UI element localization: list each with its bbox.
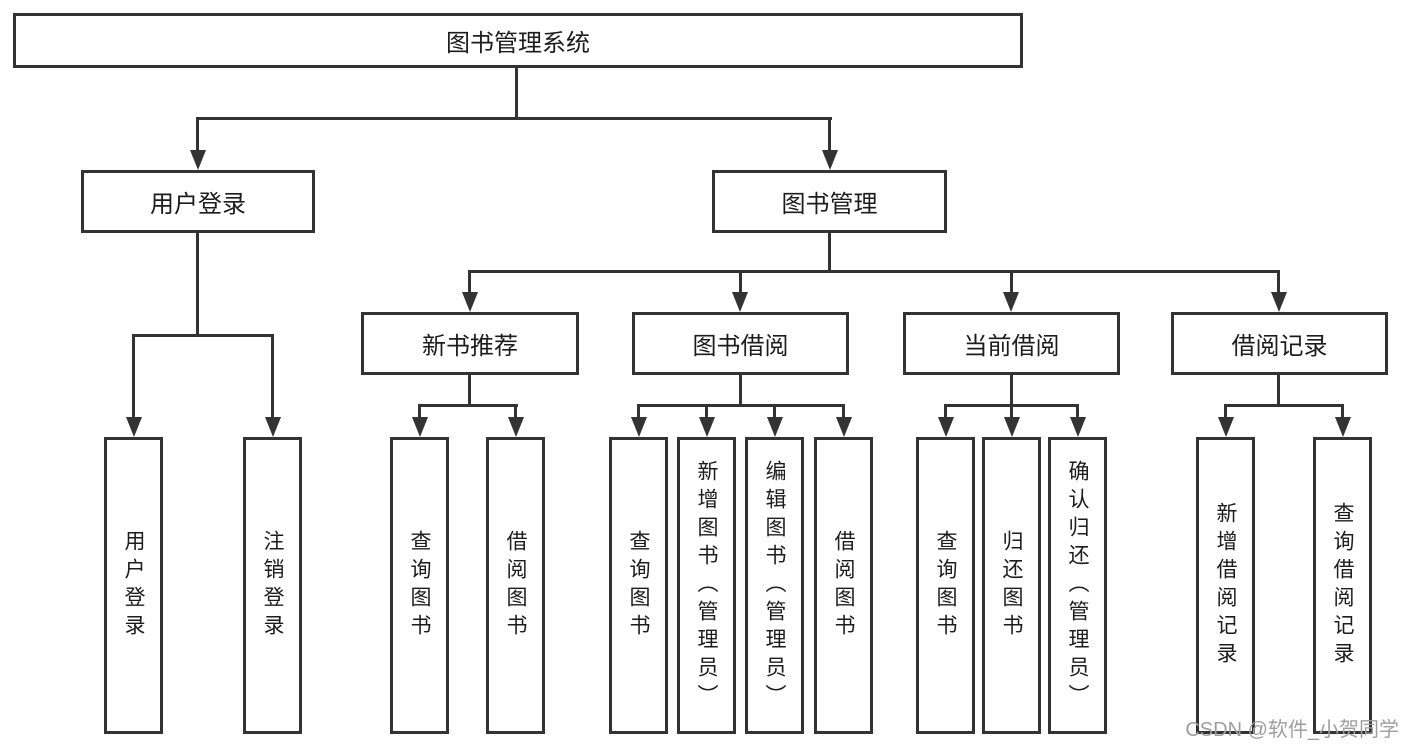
node-user-login: 用户登录 — [81, 170, 315, 233]
connector-logout-stem — [271, 334, 274, 419]
node-label: 查询借阅记录 — [1331, 501, 1354, 670]
node-label: 当前借阅 — [963, 333, 1060, 360]
node-label: 新书推荐 — [422, 333, 518, 360]
node-label: 图书管理系统 — [446, 30, 590, 57]
connector-user-login-rail — [132, 334, 274, 337]
connector-stem — [1010, 404, 1013, 420]
connector-new-book-rail — [418, 404, 518, 407]
node-label: 图书管理 — [781, 191, 878, 218]
arrowhead — [699, 417, 715, 437]
arrowhead — [1218, 417, 1234, 437]
node-label: 借阅图书 — [504, 529, 527, 642]
watermark-text: CSDN @软件_小贺同学 — [1185, 719, 1399, 741]
connector-level1-rail — [196, 117, 832, 120]
node-leaf-edit-book-admin: 编辑图书（管理员） — [745, 437, 804, 734]
node-borrowing-records: 借阅记录 — [1171, 312, 1388, 375]
connector-borrowing-records-rail — [1224, 404, 1344, 407]
connector-borrowing-records-drop — [1277, 375, 1280, 406]
connector-current-borrowing-stem — [1010, 270, 1013, 295]
connector-new-book-drop — [468, 375, 471, 406]
connector-stem — [1076, 404, 1079, 420]
node-leaf-user-login: 用户登录 — [104, 437, 163, 734]
node-leaf-query-borrow-record: 查询借阅记录 — [1313, 437, 1372, 734]
node-label: 用户登录 — [150, 191, 246, 218]
arrowhead — [412, 417, 428, 437]
node-label: 借阅记录 — [1231, 333, 1328, 360]
node-current-borrowing: 当前借阅 — [903, 312, 1120, 375]
arrowhead — [508, 417, 524, 437]
node-label: 查询图书 — [408, 529, 431, 642]
connector-book-management-drop — [828, 233, 831, 272]
arrowhead — [631, 417, 647, 437]
arrowhead — [836, 417, 852, 437]
connector-book-borrowing-drop — [739, 375, 742, 406]
node-label: 归还图书 — [1000, 529, 1023, 642]
arrowhead — [1004, 417, 1020, 437]
connector-book-borrowing-rail — [637, 404, 845, 407]
arrowhead — [265, 417, 281, 437]
node-label: 查询图书 — [934, 529, 957, 642]
arrowhead — [1070, 417, 1086, 437]
node-leaf-query-books-recommend: 查询图书 — [390, 437, 449, 734]
connector-book-management-stem — [828, 117, 831, 153]
arrowhead — [1003, 292, 1019, 312]
connector-stem — [637, 404, 640, 420]
node-label: 用户登录 — [122, 529, 145, 642]
node-book-borrowing: 图书借阅 — [632, 312, 849, 375]
node-leaf-logout: 注销登录 — [243, 437, 302, 734]
node-label: 查询图书 — [627, 529, 650, 642]
connector-stem — [418, 404, 421, 420]
node-leaf-query-books-borrowing: 查询图书 — [609, 437, 668, 734]
node-leaf-confirm-return-admin: 确认归还（管理员） — [1048, 437, 1107, 734]
node-label: 注销登录 — [261, 529, 284, 642]
connector-stem — [1341, 404, 1344, 420]
node-label: 借阅图书 — [832, 529, 855, 642]
node-label: 新增借阅记录 — [1214, 501, 1237, 670]
connector-user-login-stem — [196, 117, 199, 153]
arrowhead — [938, 417, 954, 437]
node-label: 编辑图书（管理员） — [763, 459, 786, 712]
node-label: 图书借阅 — [692, 333, 789, 360]
arrowhead — [190, 150, 206, 170]
node-leaf-add-book-admin: 新增图书（管理员） — [677, 437, 736, 734]
connector-login-stem — [132, 334, 135, 419]
node-label: 新增图书（管理员） — [695, 459, 718, 712]
node-leaf-query-books-current: 查询图书 — [916, 437, 975, 734]
arrowhead — [1271, 292, 1287, 312]
node-leaf-add-borrow-record: 新增借阅记录 — [1196, 437, 1255, 734]
arrowhead — [732, 292, 748, 312]
connector-level2-rail — [468, 270, 1280, 273]
connector-stem — [842, 404, 845, 420]
node-leaf-borrow-books-borrowing: 借阅图书 — [814, 437, 873, 734]
connector-root-stem — [515, 68, 518, 120]
node-new-book-recommendation: 新书推荐 — [361, 312, 579, 375]
arrowhead — [767, 417, 783, 437]
arrowhead — [462, 292, 478, 312]
arrowhead — [1335, 417, 1351, 437]
arrowhead — [126, 417, 142, 437]
connector-stem — [944, 404, 947, 420]
node-leaf-return-books: 归还图书 — [982, 437, 1041, 734]
connector-user-login-drop — [196, 233, 199, 336]
connector-stem — [773, 404, 776, 420]
connector-new-book-stem — [468, 270, 471, 295]
connector-stem — [1224, 404, 1227, 420]
node-book-management: 图书管理 — [712, 170, 947, 233]
connector-book-borrowing-stem — [739, 270, 742, 295]
connector-stem — [705, 404, 708, 420]
connector-borrowing-records-stem — [1277, 270, 1280, 295]
arrowhead — [822, 150, 838, 170]
node-label: 确认归还（管理员） — [1066, 459, 1089, 712]
connector-current-borrowing-drop — [1010, 375, 1013, 406]
connector-stem — [514, 404, 517, 420]
node-leaf-borrow-books-recommend: 借阅图书 — [486, 437, 545, 734]
node-library-management-system: 图书管理系统 — [13, 13, 1023, 68]
